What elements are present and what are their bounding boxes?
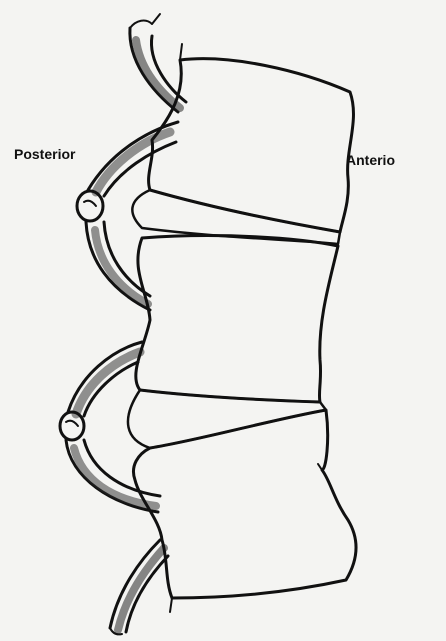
posterior-label: Posterior — [14, 146, 75, 162]
intervertebral-disc-lower — [128, 390, 326, 448]
vertebral-body-middle — [136, 236, 338, 402]
facet-joint-lower — [60, 412, 84, 440]
facet-joint-upper — [77, 191, 103, 221]
posterior-processes — [60, 14, 186, 634]
vertebral-body-upper — [149, 59, 354, 232]
vertebral-body-lower — [133, 410, 356, 598]
anterior-label: Anterio — [346, 152, 444, 168]
